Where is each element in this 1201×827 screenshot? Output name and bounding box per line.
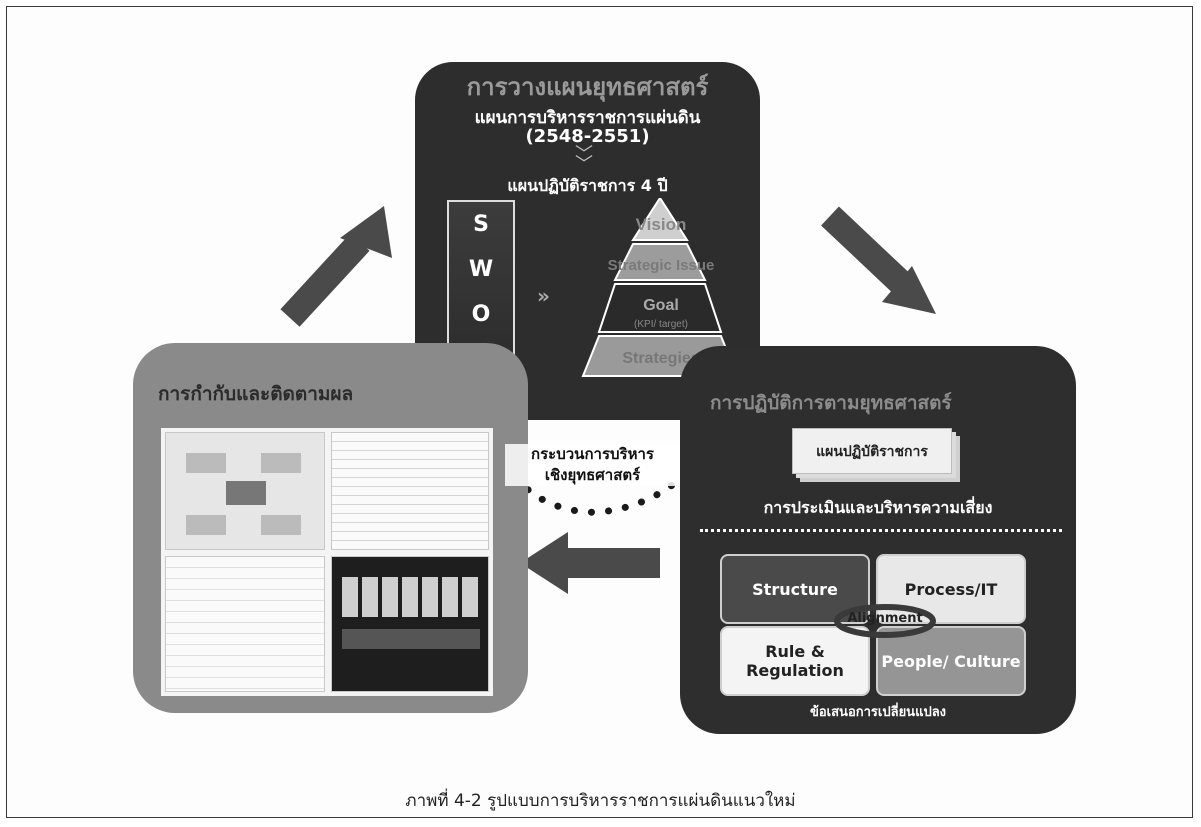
pyramid-goal [597,283,723,333]
implementation-panel: การปฏิบัติการตามยุทธศาสตร์ แผนปฏิบัติราช… [680,346,1076,734]
cell-rule-regulation: Rule & Regulation [720,626,870,696]
action-plan-label: แผนปฏิบัติราชการ [816,444,928,460]
monitoring-title: การกำกับและติดตามผล [158,383,354,405]
monitoring-screenshots [161,428,493,696]
admin-plan-years: (2548-2551) [525,126,650,147]
thumbnail-document [165,556,325,692]
figure-caption: ภาพที่ 4-2 รูปแบบการบริหารราชการแผ่นดินแ… [405,791,796,811]
pyramid-goal-label: Goal [643,297,679,314]
cell-process-it: Process/IT [876,554,1026,624]
swot-s: S [473,212,489,237]
arrow-left [520,532,660,594]
change-proposal-label: ข้อเสนอการเปลี่ยนแปลง [809,705,947,720]
admin-plan-label: แผนการบริหารราชการแผ่นดิน [474,108,701,128]
monitoring-panel: การกำกับและติดตามผล [133,343,528,713]
action-plan-document: แผนปฏิบัติราชการ [792,428,952,474]
pyramid-strategies-label: Strategies [622,350,699,367]
strategic-process-line2: เชิงยุทธศาสตร์ [544,466,641,484]
double-chevron-right-icon: » [537,284,550,308]
pyramid-issue [613,243,707,281]
thumbnail-diagram [165,432,325,550]
cell-people-culture: People/ Culture [876,626,1026,696]
strategic-process-line1: กระบวนการบริหาร [531,445,654,463]
arrow-down-right [821,206,936,314]
implementation-title: การปฏิบัติการตามยุทธศาสตร์ [710,392,952,414]
pyramid-vision-label: Vision [636,215,687,234]
swot-o: O [471,302,491,327]
pyramid-vision [631,198,689,241]
alignment-ring [834,604,936,638]
arrow-up-right [280,206,392,327]
four-year-plan-label: แผนปฏิบัติราชการ 4 ปี [507,176,668,195]
thumbnail-table [331,432,489,550]
chevron-down-icon: ﹀﹀ [575,144,593,175]
pyramid-kpi-label: (KPI/ target) [634,319,688,330]
risk-management-label: การประเมินและบริหารความเสี่ยง [763,498,993,517]
strategy-planning-title: การวางแผนยุทธศาสตร์ [466,73,709,101]
pyramid-issue-label: Strategic Issue [608,257,715,274]
dotted-separator [700,529,1062,532]
alignment-label: Alignment [847,611,923,626]
swot-w: W [468,257,494,282]
thumbnail-control-room [331,556,489,692]
strategic-process-label: กระบวนการบริหาร เชิงยุทธศาสตร์ [505,444,680,486]
